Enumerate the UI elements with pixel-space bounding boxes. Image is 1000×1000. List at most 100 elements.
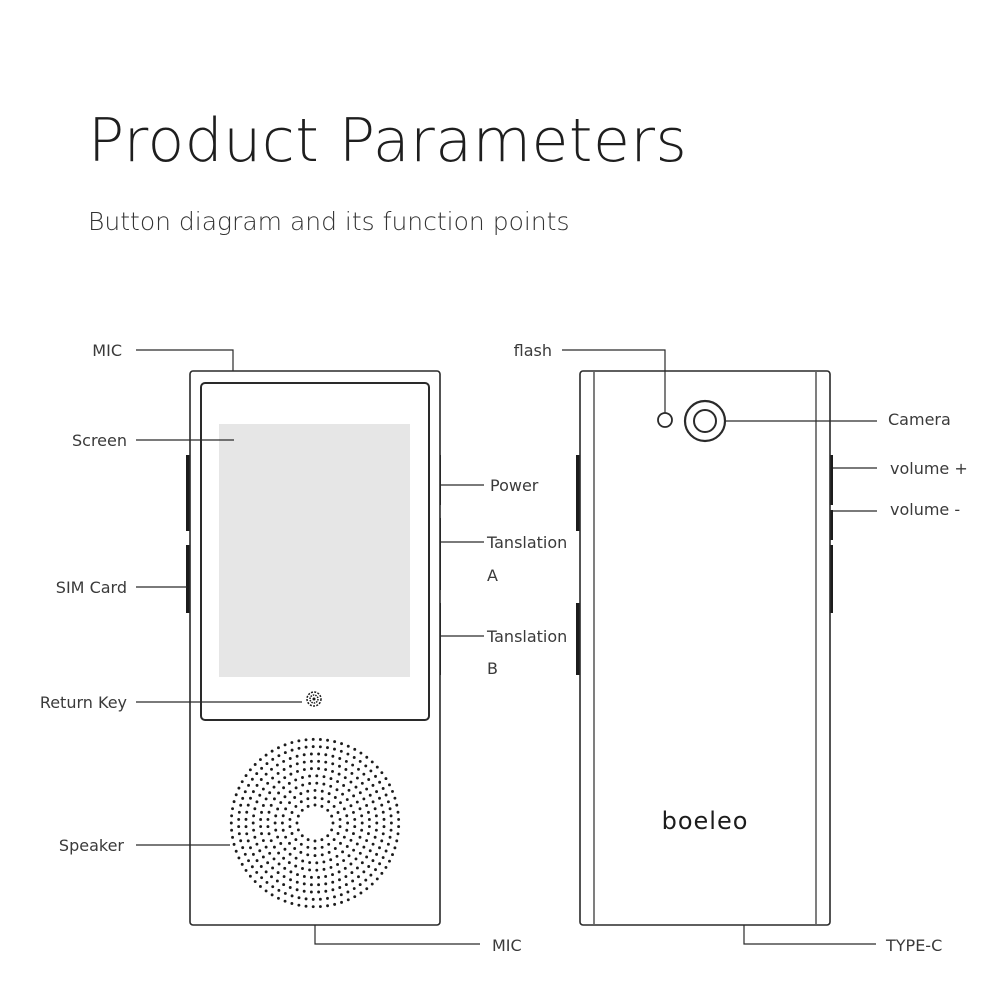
speaker-hole [357, 767, 360, 771]
speaker-hole [249, 796, 252, 800]
label-power: Power [490, 476, 539, 495]
type-c-leader [743, 925, 876, 945]
speaker-hole [253, 763, 257, 766]
label-screen: Screen [72, 431, 127, 450]
speaker-hole [339, 893, 343, 897]
speaker-hole [271, 885, 275, 889]
speaker-hole [267, 810, 271, 814]
speaker-hole [388, 807, 392, 811]
speaker-hole [353, 747, 357, 751]
label-flash: flash [514, 341, 552, 360]
speaker-hole [375, 877, 379, 881]
speaker-hole [294, 786, 298, 790]
speaker-hole [326, 896, 329, 900]
speaker-hole [299, 792, 303, 796]
label-translation-a-line1: Tanslation [486, 533, 567, 552]
speaker-hole [381, 856, 385, 859]
speaker-hole [248, 768, 252, 772]
speaker-hole [275, 763, 279, 767]
speaker-hole [380, 871, 384, 875]
speaker-hole [364, 764, 368, 768]
speaker-hole [260, 766, 264, 770]
speaker-hole [258, 849, 262, 853]
speaker-hole [365, 804, 369, 807]
speaker-hole [237, 825, 241, 829]
speaker-hole [378, 862, 382, 866]
speaker-hole [317, 767, 321, 771]
speaker-hole [296, 828, 300, 832]
speaker-hole [352, 832, 355, 836]
speaker-hole [287, 861, 291, 865]
speaker-hole [253, 835, 257, 839]
speaker-hole [255, 842, 259, 846]
speaker-hole [333, 740, 337, 744]
speaker-hole [349, 780, 353, 784]
speaker-hole [282, 759, 286, 763]
speaker-hole [311, 745, 315, 749]
speaker-hole [352, 755, 356, 759]
speaker-hole [288, 801, 291, 805]
speaker-hole [300, 834, 304, 838]
speaker-hole [290, 748, 294, 752]
speaker-hole [295, 754, 299, 758]
speaker-hole [338, 764, 341, 768]
speaker-hole [269, 803, 273, 807]
speaker-hole [337, 772, 341, 776]
speaker-hole [311, 897, 315, 901]
speaker-hole [311, 737, 315, 741]
speaker-hole [290, 741, 294, 744]
speaker-hole [232, 842, 236, 846]
speaker-hole [244, 774, 248, 778]
speaker-hole [274, 814, 278, 818]
speaker-hole [246, 839, 250, 843]
speaker-hole [359, 751, 363, 755]
speaker-hole [288, 825, 292, 829]
speaker-hole [258, 885, 262, 888]
speaker-hole [326, 746, 329, 750]
speaker-hole [297, 903, 301, 907]
speaker-hole [347, 854, 351, 858]
speaker-hole [309, 767, 313, 771]
speaker-hole [350, 871, 354, 875]
speaker-hole [355, 866, 359, 870]
speaker-hole [297, 739, 301, 743]
speaker-hole [342, 859, 346, 862]
speaker-hole [381, 787, 385, 790]
label-camera: Camera [888, 410, 951, 429]
speaker-hole [239, 839, 243, 843]
speaker-hole [253, 880, 257, 883]
speaker-hole [302, 768, 306, 771]
speaker-hole [299, 842, 303, 846]
speaker-hole [245, 810, 249, 814]
speaker-hole [322, 775, 326, 779]
speaker-hole [339, 801, 342, 805]
speaker-hole [299, 850, 303, 854]
speaker-hole [302, 889, 306, 893]
speaker-hole [344, 875, 348, 878]
speaker-hole [288, 790, 292, 794]
speaker-hole [282, 768, 286, 771]
back-device: boeleo [576, 370, 833, 926]
speaker-hole [282, 786, 286, 790]
speaker-hole [339, 841, 342, 845]
speaker-hole [320, 804, 324, 808]
speaker-hole [306, 797, 310, 801]
speaker-hole [270, 767, 273, 771]
speaker-hole [322, 867, 326, 871]
label-return-key: Return Key [40, 693, 127, 712]
speaker-hole [237, 810, 241, 814]
speaker-hole [375, 765, 379, 769]
speaker-hole [345, 798, 349, 801]
speaker-hole [261, 804, 265, 807]
label-translation-b-line1: Tanslation [486, 627, 567, 646]
speaker-hole [297, 746, 301, 750]
speaker-hole [283, 751, 287, 755]
speaker-hole [351, 763, 355, 767]
speaker-hole [360, 861, 364, 865]
speaker-hole [229, 821, 233, 825]
speaker-hole [284, 835, 288, 839]
speaker-hole [388, 783, 391, 787]
speaker-hole [331, 769, 334, 773]
speaker-hole [281, 814, 285, 818]
speaker-hole [313, 854, 317, 858]
